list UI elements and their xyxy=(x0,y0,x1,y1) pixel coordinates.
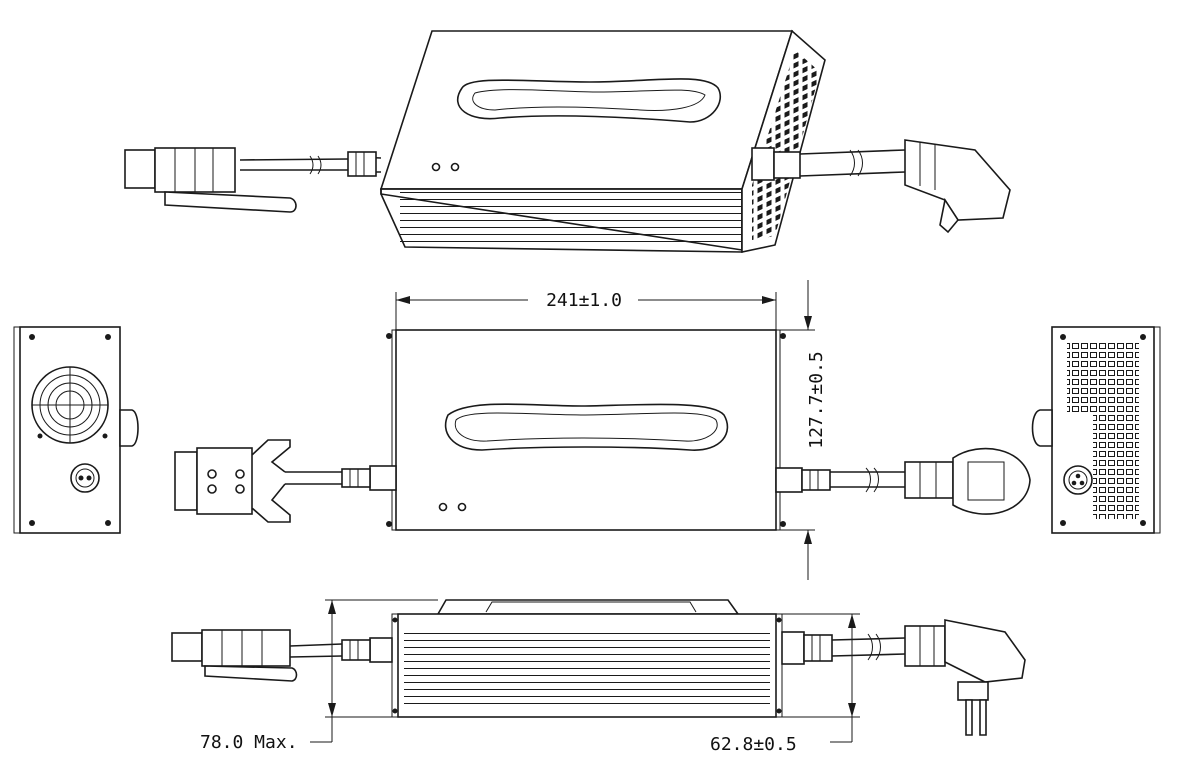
ac-socket-icon xyxy=(1063,465,1093,495)
fan-grille-icon xyxy=(31,366,109,444)
front-led-1 xyxy=(438,502,448,512)
side-view: 78.0 Max. 62.8±0.5 xyxy=(171,599,1026,755)
left-end-view xyxy=(13,326,139,534)
iso-led-1 xyxy=(431,162,441,172)
iso-ac-plug xyxy=(904,139,1011,234)
vent-grille-top xyxy=(1067,343,1139,415)
width-dimension-label: 241±1.0 xyxy=(546,290,622,311)
isometric-view xyxy=(124,29,1011,253)
body-height-dimension-label: 62.8±0.5 xyxy=(710,734,797,755)
depth-dimension-label: 127.7±0.5 xyxy=(806,351,827,449)
front-anderson-connector xyxy=(174,439,291,523)
front-view: 241±1.0 127.7±0.5 xyxy=(174,280,1031,580)
left-handle-profile xyxy=(119,409,139,447)
side-ac-plug xyxy=(904,619,1026,736)
right-handle-profile xyxy=(1031,409,1053,447)
side-heatsink-fins xyxy=(404,628,770,704)
iso-dc-strain-relief xyxy=(347,151,377,177)
iso-anderson-connector xyxy=(124,147,297,213)
right-end-view xyxy=(1031,326,1161,534)
height-max-dimension-label: 78.0 Max. xyxy=(200,732,298,753)
iso-led-2 xyxy=(450,162,460,172)
iso-heatsink-fins xyxy=(400,192,742,248)
dc-socket-icon xyxy=(70,463,100,493)
front-handle xyxy=(444,403,729,451)
iso-handle xyxy=(456,78,721,123)
vent-grille-bottom xyxy=(1093,415,1139,519)
side-anderson-connector xyxy=(171,629,298,682)
front-led-2 xyxy=(457,502,467,512)
front-ac-plug xyxy=(904,447,1031,515)
iso-vent-grille xyxy=(752,50,820,240)
front-housing xyxy=(395,329,777,531)
